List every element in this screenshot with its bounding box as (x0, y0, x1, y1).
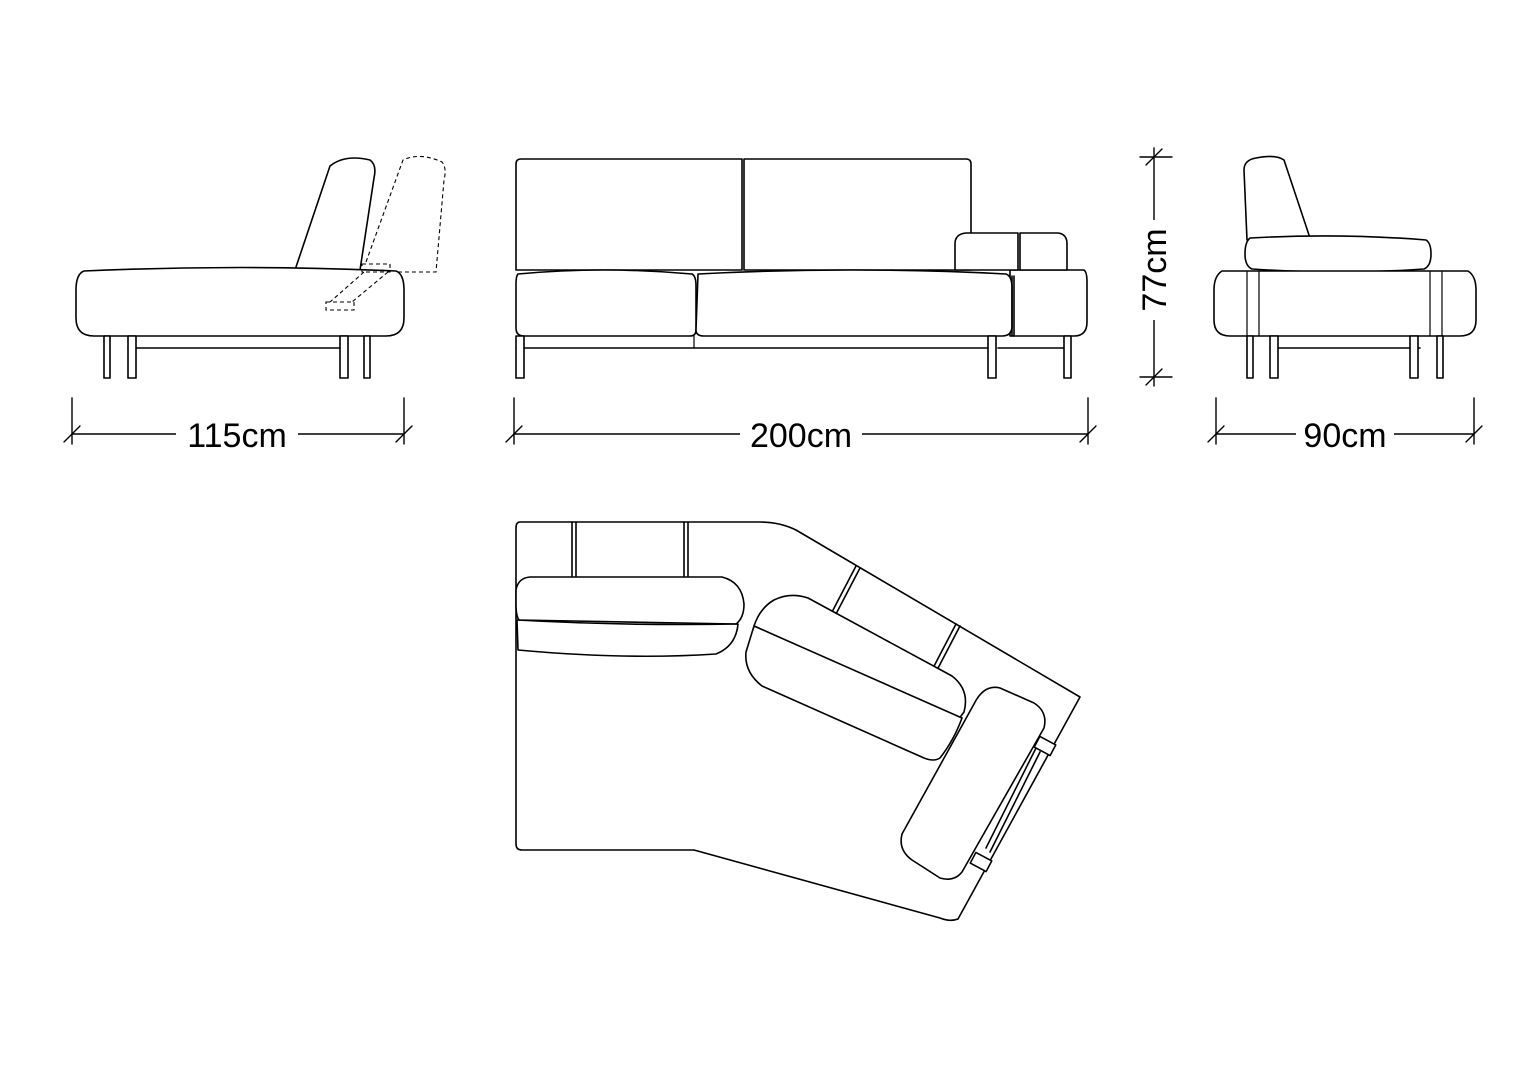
front-view (515, 158, 1088, 379)
side-depth-label: 115cm (187, 417, 287, 455)
back-depth-label: 90cm (1303, 417, 1386, 455)
dimension-side-depth: 115cm (63, 397, 413, 455)
plan-view (515, 521, 1081, 922)
dimension-height: 77cm (1136, 147, 1174, 387)
dimension-front-width: 200cm (505, 397, 1097, 455)
end-view (1213, 155, 1477, 379)
side-view (75, 155, 446, 379)
height-label: 77cm (1136, 228, 1174, 311)
dimension-back-depth: 90cm (1207, 397, 1483, 455)
front-width-label: 200cm (750, 417, 852, 455)
